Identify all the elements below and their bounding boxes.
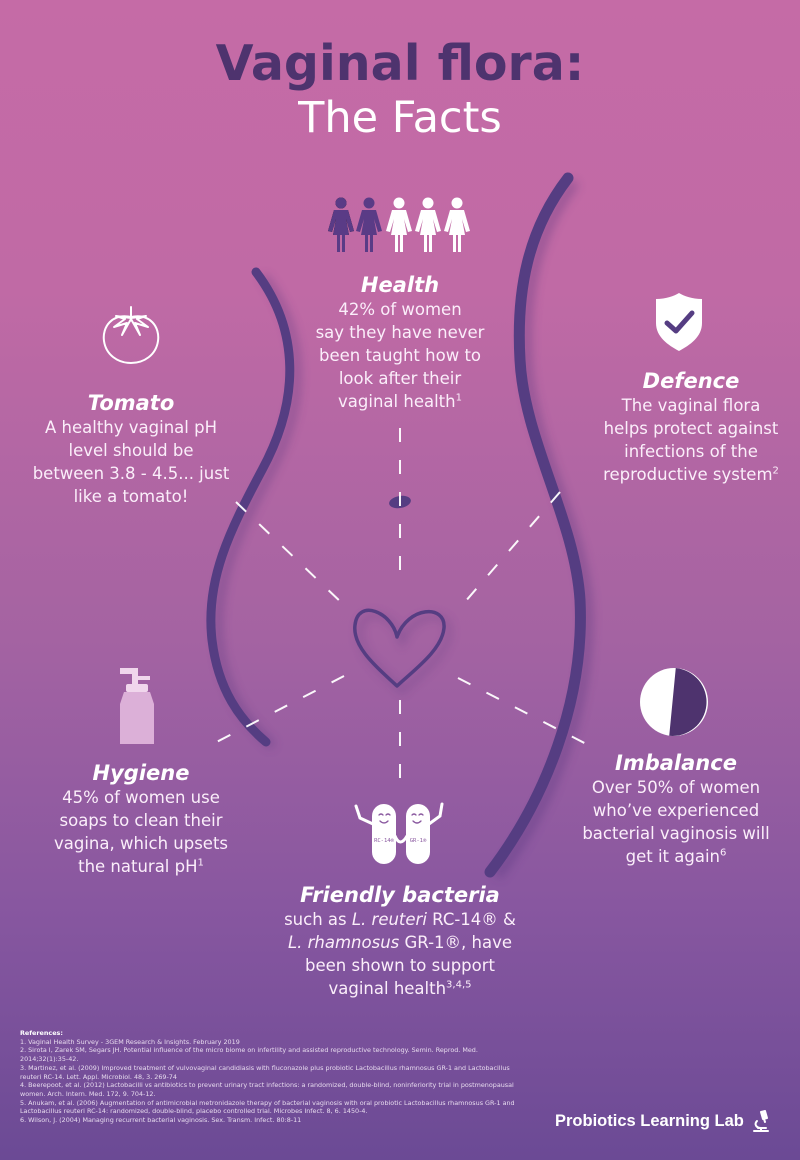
reference-item: 5. Anukam, et al. (2006) Augmentation of… <box>20 1098 515 1116</box>
brand-name: Probiotics Learning Lab <box>555 1111 744 1130</box>
fact-hygiene-body: 45% of women use soaps to clean their va… <box>53 788 229 876</box>
microscope-icon <box>752 1110 769 1132</box>
reference-item: 3. Martinez, et al. (2009) Improved trea… <box>20 1063 510 1081</box>
fact-defence-title: Defence <box>642 369 740 393</box>
fact-bacteria-body: such as L. reuteri RC-14® & L. rhamnosus… <box>284 910 516 998</box>
fact-imbalance: Imbalance Over 50% of women who’ve exper… <box>565 750 787 868</box>
page-header: Vaginal flora: The Facts <box>0 36 800 144</box>
fact-imbalance-body: Over 50% of women who’ve experienced bac… <box>582 778 770 866</box>
friendly-bacteria-icon: RC-14® GR-1® <box>354 802 444 864</box>
left-body-curve <box>206 267 295 747</box>
references-heading: References: <box>20 1029 63 1037</box>
fact-hygiene: Hygiene 45% of women use soaps to clean … <box>30 760 252 878</box>
fact-defence-body: The vaginal flora helps protect against … <box>603 396 779 484</box>
fact-tomato-body: A healthy vaginal pH level should be bet… <box>32 418 230 506</box>
reference-item: 2. Sirota I, Zarek SM, Segars JH. Potent… <box>20 1046 478 1064</box>
fact-hygiene-title: Hygiene <box>92 761 190 785</box>
right-body-curve <box>484 172 586 878</box>
soap-bottle-icon <box>120 668 154 744</box>
fact-imbalance-title: Imbalance <box>615 751 737 775</box>
fact-health-body: 42% of women say they have never been ta… <box>315 300 485 411</box>
reference-item: 6. Wilson, J. (2004) Managing recurrent … <box>20 1116 302 1125</box>
tomato-icon <box>102 306 160 364</box>
bacteria-label-gr1: GR-1® <box>410 838 427 844</box>
reference-item: 4. Beerepoot, et al. (2012) Lactobacilli… <box>20 1081 514 1098</box>
shield-check-icon <box>656 293 702 351</box>
bacteria-label-rc14: RC-14® <box>374 838 395 844</box>
fact-health: Health 42% of women say they have never … <box>290 272 510 413</box>
half-pie-icon <box>640 668 708 736</box>
fact-tomato: Tomato A healthy vaginal pH level should… <box>20 390 242 508</box>
page-title: Vaginal flora: <box>215 35 585 92</box>
reference-item: 1. Vaginal Health Survey - 3GEM Research… <box>20 1037 240 1046</box>
brand-footer: Probiotics Learning Lab <box>555 1110 770 1132</box>
fact-health-title: Health <box>360 273 440 297</box>
women-figures-icon <box>328 197 470 252</box>
page-subtitle: The Facts <box>298 93 502 143</box>
fact-bacteria-title: Friendly bacteria <box>300 883 500 907</box>
fact-defence: Defence The vaginal flora helps protect … <box>585 368 797 486</box>
heart <box>353 608 446 688</box>
fact-tomato-title: Tomato <box>87 391 175 415</box>
fact-bacteria: Friendly bacteria such as L. reuteri RC-… <box>270 882 530 1000</box>
references: References: 1. Vaginal Health Survey - 3… <box>20 1029 520 1125</box>
